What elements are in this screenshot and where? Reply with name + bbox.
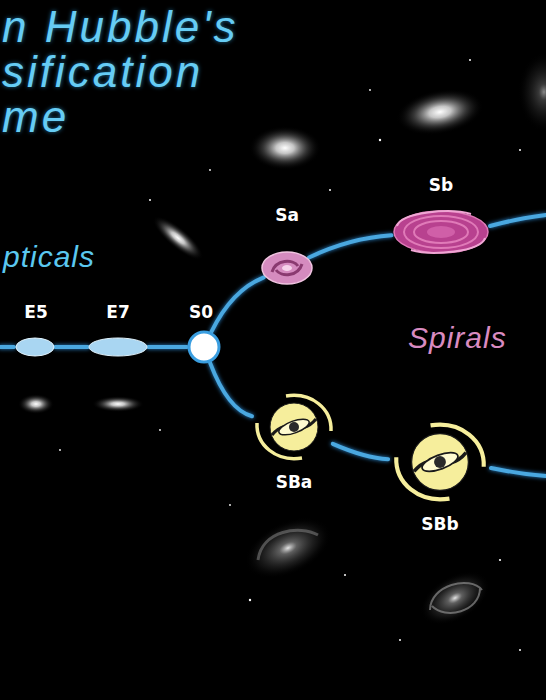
diagram-title: n Hubble's sification me xyxy=(2,4,252,139)
barred-spiral xyxy=(257,395,331,458)
galaxy-type-node: Sa xyxy=(258,205,316,288)
galaxy-photo xyxy=(92,396,144,412)
galaxy-photo xyxy=(18,394,54,414)
lenticular-disc xyxy=(189,332,219,362)
fork-connector xyxy=(309,235,392,257)
spiral-disc xyxy=(394,211,488,253)
bar xyxy=(420,449,460,475)
galaxy-shape xyxy=(248,389,340,465)
bar-core xyxy=(289,422,299,432)
group-label: pticals xyxy=(3,240,95,274)
spiral-core xyxy=(282,265,292,271)
galaxy-type-node: Sb xyxy=(389,175,493,258)
galaxy-type-node: E7 xyxy=(86,302,150,359)
spiral-arm xyxy=(272,261,302,274)
group-label: Spirals xyxy=(408,321,507,355)
galaxy-photo xyxy=(393,83,487,142)
star-field xyxy=(59,59,521,651)
galaxy-type-node: E5 xyxy=(13,302,57,359)
galaxy-shape xyxy=(389,206,493,258)
spiral-ring xyxy=(404,216,478,248)
type-label: S0 xyxy=(189,302,213,322)
fork-line-end xyxy=(0,215,546,476)
fork-connector xyxy=(210,363,252,416)
type-label: E5 xyxy=(24,302,47,322)
type-label: SBa xyxy=(276,472,313,492)
fork-connector xyxy=(212,277,264,331)
elliptical-blob xyxy=(89,338,147,356)
type-label: Sb xyxy=(429,175,453,195)
spiral-disc xyxy=(262,252,312,284)
galaxy-type-node: SBb xyxy=(386,418,494,534)
galaxy-shape xyxy=(386,418,494,506)
galaxy-photo xyxy=(518,52,546,132)
fork-connector xyxy=(148,345,187,349)
barred-spiral xyxy=(396,425,484,500)
galaxy-arm xyxy=(258,530,318,560)
galaxy-arm xyxy=(430,583,482,613)
spiral-core xyxy=(427,226,455,238)
galaxy-shape xyxy=(13,335,57,359)
galaxy-photo xyxy=(147,210,209,266)
galaxy-shape xyxy=(86,335,150,359)
galaxy-photo xyxy=(411,560,499,636)
fork-connector xyxy=(333,444,388,459)
galaxy-shape xyxy=(258,248,316,288)
galaxy-photo xyxy=(235,505,340,591)
spiral-arm xyxy=(397,211,485,252)
spiral-disc xyxy=(270,403,318,451)
spiral-disc xyxy=(412,434,469,491)
galaxy-photo xyxy=(249,126,321,170)
bar xyxy=(277,416,311,438)
elliptical-blob xyxy=(16,338,54,356)
type-label: SBb xyxy=(421,514,458,534)
bar-core xyxy=(434,456,446,468)
galaxy-type-node: SBa xyxy=(248,389,340,492)
galaxy-type-node: S0 xyxy=(185,302,223,366)
galaxy-shape xyxy=(185,328,223,366)
spiral-ring xyxy=(414,221,468,243)
type-label: E7 xyxy=(106,302,129,322)
type-label: Sa xyxy=(275,205,299,225)
fork-connector xyxy=(55,345,88,349)
